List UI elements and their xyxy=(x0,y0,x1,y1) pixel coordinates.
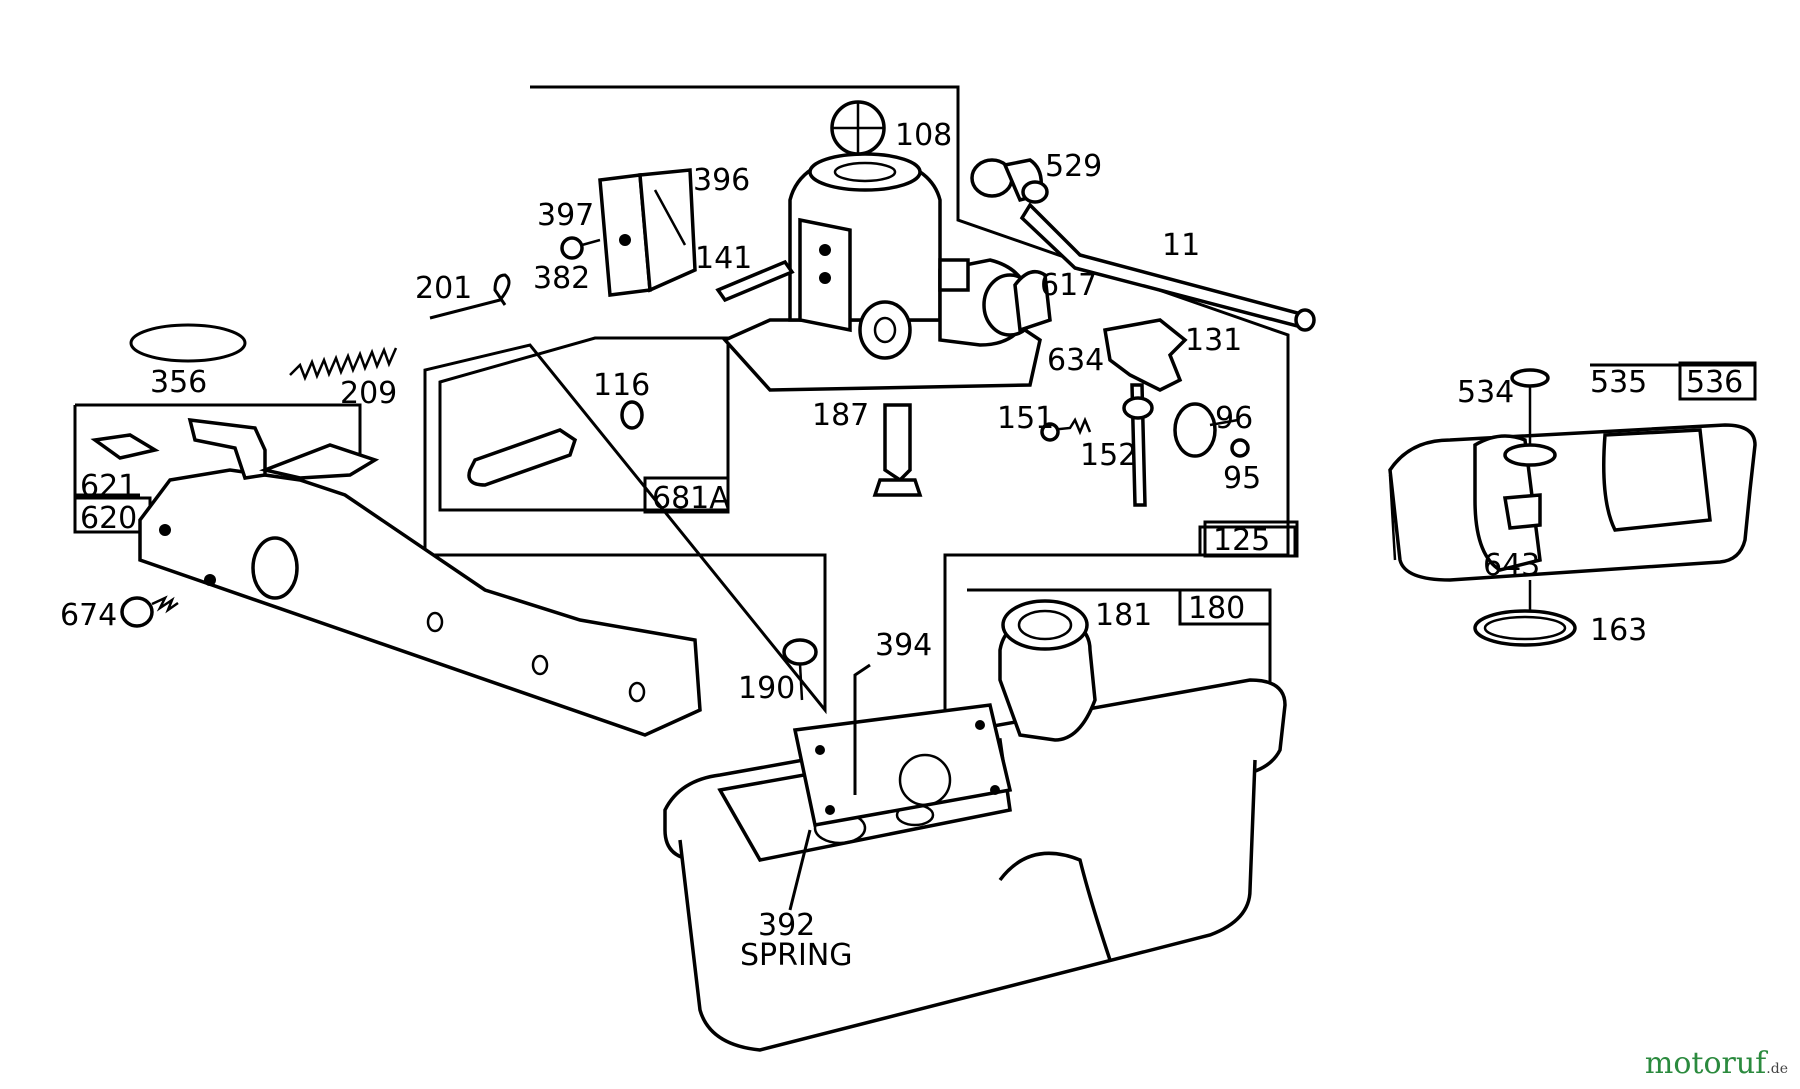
box-125 xyxy=(1203,520,1299,558)
label-620: 620 xyxy=(80,501,137,536)
part-96-95 xyxy=(1173,402,1250,458)
box-681a-outline xyxy=(438,336,730,512)
label-529: 529 xyxy=(1045,149,1102,184)
label-535: 535 xyxy=(1590,365,1647,400)
label-spring: SPRING xyxy=(740,938,853,973)
label-634: 634 xyxy=(1047,343,1104,378)
label-187: 187 xyxy=(812,398,869,433)
label-356: 356 xyxy=(150,365,207,400)
box-180 xyxy=(1178,588,1272,626)
watermark-tld: .de xyxy=(1766,1061,1788,1077)
label-141: 141 xyxy=(695,241,752,276)
label-674: 674 xyxy=(60,598,117,633)
label-11: 11 xyxy=(1162,228,1200,263)
part-681a-jet xyxy=(467,428,578,487)
label-201: 201 xyxy=(415,271,472,306)
label-209: 209 xyxy=(340,376,397,411)
label-151: 151 xyxy=(997,401,1054,436)
part-131-lever xyxy=(1102,318,1188,392)
part-190-screw xyxy=(782,638,818,701)
part-163-gasket xyxy=(1473,609,1577,647)
part-392-leader xyxy=(788,829,812,911)
part-397-396-choke xyxy=(598,168,697,297)
label-190: 190 xyxy=(738,671,795,706)
part-356-ring xyxy=(129,323,247,363)
label-95: 95 xyxy=(1223,461,1261,496)
label-392: 392 xyxy=(758,908,815,943)
label-116: 116 xyxy=(593,368,650,403)
part-108-cap xyxy=(830,100,886,156)
label-163: 163 xyxy=(1590,613,1647,648)
label-152: 152 xyxy=(1080,438,1137,473)
label-382: 382 xyxy=(533,261,590,296)
fuel-tank xyxy=(663,599,1287,1052)
part-620-bracket xyxy=(138,417,702,737)
label-396: 396 xyxy=(693,163,750,198)
part-11-fuel-line xyxy=(1019,202,1307,331)
label-108: 108 xyxy=(895,118,952,153)
label-181: 181 xyxy=(1095,598,1152,633)
box-620-outline xyxy=(73,403,362,497)
part-209-spring xyxy=(289,346,398,382)
part-621-clip xyxy=(90,433,160,460)
label-621: 621 xyxy=(80,469,137,504)
part-382-screw xyxy=(560,236,601,260)
label-643: 643 xyxy=(1483,548,1540,583)
part-394-gasket xyxy=(792,663,1013,828)
fuel-line-end xyxy=(1294,308,1316,332)
label-681a: 681A xyxy=(652,481,730,516)
label-96: 96 xyxy=(1215,401,1253,436)
label-536: 536 xyxy=(1686,365,1743,400)
box-536 xyxy=(1678,361,1757,401)
part-labels: 108 396 397 529 11 141 382 201 617 131 6… xyxy=(60,118,1743,973)
carburetor-body xyxy=(722,152,1042,497)
part-617 xyxy=(1013,269,1052,333)
label-125: 125 xyxy=(1213,523,1270,558)
part-201-link xyxy=(429,273,511,320)
label-534: 534 xyxy=(1457,375,1514,410)
box-681a xyxy=(643,476,730,514)
part-534-screw xyxy=(1503,368,1557,467)
motoruf-watermark: motoruf.de xyxy=(1645,1046,1788,1081)
part-152-needle xyxy=(1122,383,1154,507)
part-674-screw xyxy=(120,595,179,628)
part-141-pin xyxy=(715,259,795,303)
watermark-name: motoruf xyxy=(1644,1046,1767,1081)
label-131: 131 xyxy=(1185,323,1242,358)
part-116-washer xyxy=(620,400,644,430)
label-617: 617 xyxy=(1040,268,1097,303)
label-394: 394 xyxy=(875,628,932,663)
air-filter-housing xyxy=(1388,423,1757,582)
label-397: 397 xyxy=(537,198,594,233)
part-151-spring xyxy=(1040,416,1092,442)
part-529-elbow xyxy=(970,158,1049,204)
label-180: 180 xyxy=(1188,591,1245,626)
